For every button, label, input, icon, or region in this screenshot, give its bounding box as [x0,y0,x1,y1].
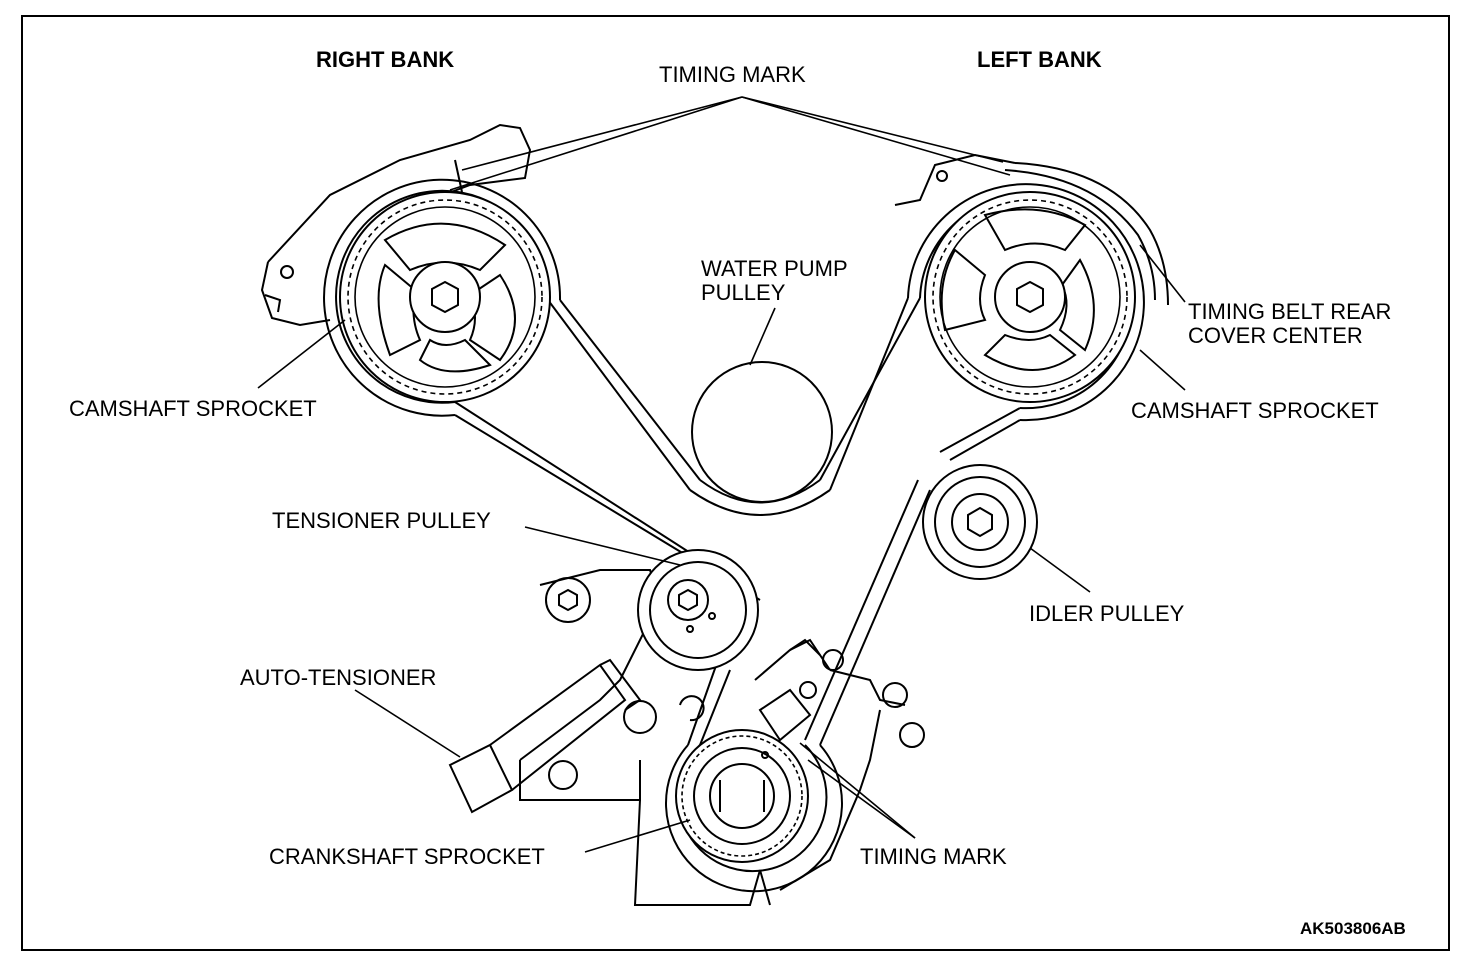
water-pump-label-line2: PULLEY [701,280,786,305]
crankshaft-sprocket [675,729,809,863]
idler-pulley [922,464,1038,580]
camshaft-right-label: CAMSHAFT SPROCKET [69,396,317,421]
timing-mark-bottom-label: TIMING MARK [860,844,1007,869]
figure-frame [21,15,1450,951]
tensioner-pulley-label: TENSIONER PULLEY [272,508,491,533]
left-camshaft-sprocket [924,191,1136,403]
water-pump-pulley [691,361,833,503]
water-pump-label-line1: WATER PUMP [701,256,848,281]
figure-code: AK503806AB [1300,919,1406,938]
idler-pulley-label: IDLER PULLEY [1029,601,1185,626]
tensioner-pulley [637,549,759,671]
leader-lines [257,96,1186,853]
rear-cover-label-line2: COVER CENTER [1188,323,1363,348]
crankshaft-sprocket-label: CRANKSHAFT SPROCKET [269,844,545,869]
left-bank-heading: LEFT BANK [977,47,1102,72]
auto-tensioner-label: AUTO-TENSIONER [240,665,436,690]
timing-mark-top-label: TIMING MARK [659,62,806,87]
right-camshaft-sprocket [339,191,551,403]
lower-engine-housing [633,638,925,906]
rear-cover-label-line1: TIMING BELT REAR [1188,299,1391,324]
camshaft-left-label: CAMSHAFT SPROCKET [1131,398,1379,423]
right-bank-heading: RIGHT BANK [316,47,454,72]
